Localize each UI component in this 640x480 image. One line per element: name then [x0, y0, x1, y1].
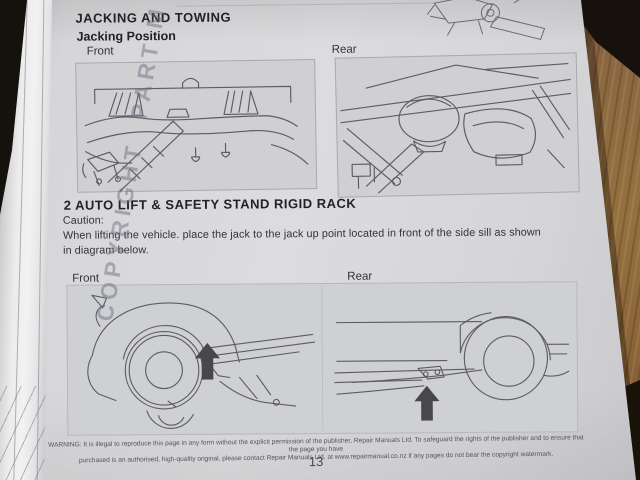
rear-jacking-diagram: [334, 52, 580, 198]
lift-diagrams-box: [66, 281, 579, 436]
previous-section-rule: [176, 2, 439, 7]
page-number: 13: [308, 453, 324, 470]
rear-sill-diagram: [334, 312, 570, 421]
front-jacking-diagram: [75, 58, 318, 193]
jacking-front-label: Front: [86, 45, 114, 58]
front-sill-diagram: [87, 294, 316, 429]
lift-rear-label: Rear: [347, 270, 373, 283]
caution-line1: When lifting the vehicle. place the jack…: [62, 226, 541, 242]
jacking-rear-label: Rear: [331, 43, 357, 56]
cutoff-jack-illustration: [426, 0, 546, 41]
section2-title: 2 AUTO LIFT & SAFETY STAND RIGID RACK: [63, 195, 357, 213]
diagram-divider: [321, 285, 324, 431]
lift-front-label: Front: [72, 272, 100, 285]
caution-label: Caution:: [62, 214, 104, 227]
